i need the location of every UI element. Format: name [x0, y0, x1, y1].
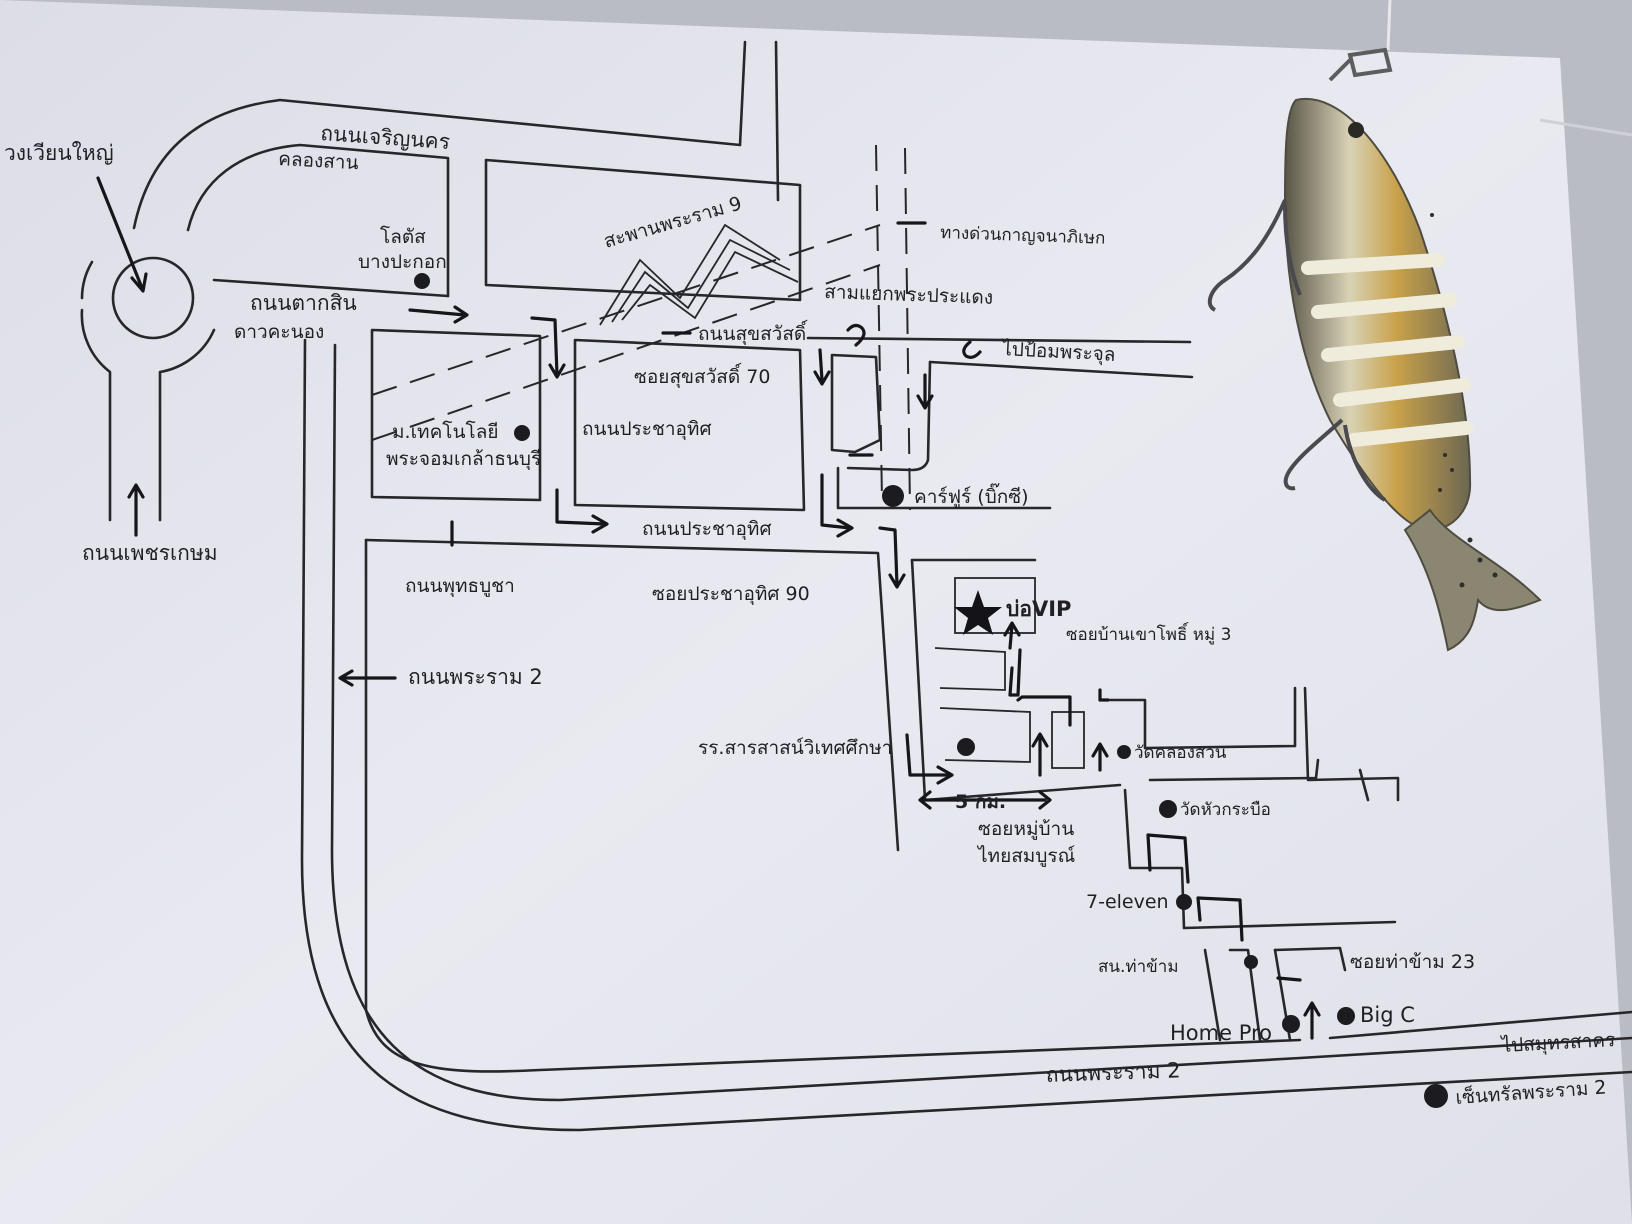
label-big-c: Big C: [1360, 1003, 1415, 1027]
label-big-circle: วงเวียนใหญ่: [4, 141, 114, 165]
label-rama2-south: ถนนพระราม 2: [1045, 1058, 1181, 1087]
carrefour-dot: [882, 485, 904, 507]
label-soi-tha-kham23: ซอยท่าข้าม 23: [1350, 951, 1475, 973]
label-taksin: ถนนตากสิน: [250, 291, 357, 315]
wat-khlong-suan-dot: [1117, 745, 1131, 759]
label-seven-eleven: 7-eleven: [1086, 891, 1169, 913]
label-soi-ban-khao-pho: ซอยบ้านเขาโพธิ์ หมู่ 3: [1066, 622, 1231, 645]
treble-hook-rear: [1283, 418, 1387, 502]
label-soi-village-2: ไทยสมบูรณ์: [976, 845, 1075, 867]
label-pracha-uthit-b: ถนนประชาอุทิศ: [642, 518, 772, 541]
label-dao-khanong: ดาวคะนอง: [234, 321, 324, 343]
label-carrefour: คาร์ฟูร์ (บิ๊กซี): [914, 483, 1029, 508]
label-lotus: โลตัส: [380, 225, 426, 248]
fishing-lure: [1207, 0, 1542, 652]
route-arrows: [96, 176, 1321, 1040]
vip-lot: [954, 577, 1036, 634]
label-wat-hua-krabue: วัดหัวกระบือ: [1180, 800, 1271, 820]
label-bang-pakok: บางปะกอก: [358, 251, 447, 273]
lure-spots: [1430, 213, 1498, 588]
label-five-km: 5 กม.: [955, 791, 1006, 813]
label-rama2-west: ถนนพระราม 2: [408, 665, 543, 689]
lure-segments: [1301, 253, 1473, 447]
label-home-pro: Home Pro: [1170, 1021, 1272, 1045]
label-phutthabucha: ถนนพุทธบูชา: [405, 575, 515, 598]
label-kmutt-2: พระจอมเกล้าธนบุรี: [386, 448, 541, 471]
school-dot: [957, 738, 975, 756]
home-pro-dot: [1282, 1015, 1300, 1033]
vip-star-icon: [954, 590, 1002, 635]
label-khlong-san: คลองสาน: [278, 148, 359, 174]
lotus-dot: [414, 273, 430, 289]
label-wat-khlong-suan: วัดคลองสวน: [1134, 743, 1227, 763]
label-sn-tha-kham: สน.ท่าข้าม: [1098, 957, 1179, 977]
kmutt-dot: [514, 425, 530, 441]
label-vip-pond: บ่อVIP: [1006, 597, 1071, 621]
label-soi-pracha-uthit90: ซอยประชาอุทิศ 90: [652, 583, 810, 606]
big-c-dot: [1337, 1007, 1355, 1025]
lure-eye: [1348, 122, 1364, 138]
sn-tha-kham-dot: [1244, 955, 1258, 969]
label-pracha-uthit-a: ถนนประชาอุทิศ: [582, 418, 712, 441]
central-rama2-dot: [1424, 1084, 1448, 1108]
roads: [80, 40, 1632, 1132]
label-school: รร.สารสาสน์วิเทศศึกษา: [698, 737, 892, 759]
label-soi-suksawat70: ซอยสุขสวัสดิ์ 70: [634, 362, 770, 389]
label-suksawat: ถนนสุขสวัสดิ์: [698, 319, 808, 346]
wat-hua-krabue-dot: [1159, 800, 1177, 818]
snap-swivel: [1347, 47, 1393, 78]
label-phetkasem: ถนนเพชรเกษม: [82, 541, 218, 565]
roundabout: [111, 256, 195, 340]
landmark-dots: [414, 273, 1448, 1108]
lure-tail: [1403, 508, 1542, 652]
label-soi-village-1: ซอยหมู่บ้าน: [978, 818, 1074, 840]
label-kmutt-1: ม.เทคโนโลยี: [392, 420, 498, 443]
seven-eleven-dot: [1176, 894, 1192, 910]
treble-hook-front: [1207, 199, 1302, 312]
